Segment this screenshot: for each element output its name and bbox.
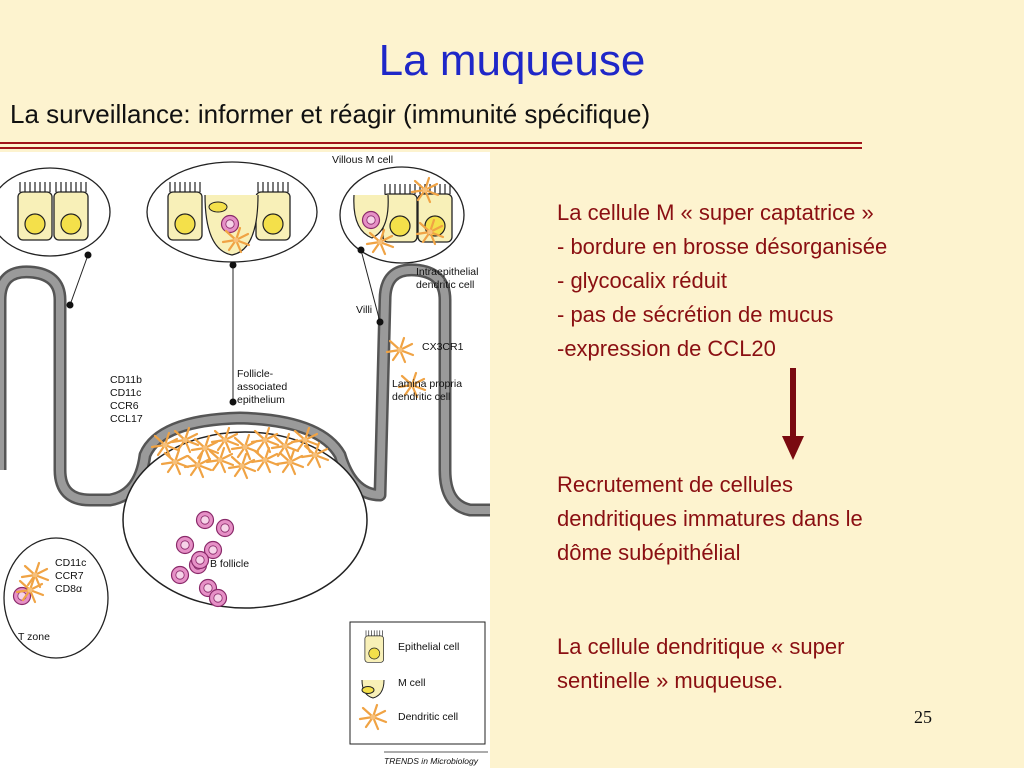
- slide-subtitle: La surveillance: informer et réagir (imm…: [10, 99, 651, 129]
- title-rule-bottom: [0, 147, 862, 149]
- label-fae-1: Follicle-: [237, 368, 274, 380]
- label-fae-2: associated: [237, 381, 287, 393]
- label-t-zone: T zone: [18, 631, 50, 643]
- m-cell-line-5: -expression de CCL20: [557, 336, 776, 361]
- b-follicle: [122, 431, 368, 609]
- label-cd11c-tzone: CD11c: [55, 557, 86, 569]
- title-rule-top: [0, 142, 862, 144]
- label-ccl17: CCL17: [110, 413, 143, 425]
- down-arrow-icon: [782, 368, 804, 460]
- legend-epithelial-label: Epithelial cell: [398, 641, 459, 653]
- sentinel-line-1: La cellule dendritique « super: [557, 634, 845, 659]
- recruit-line-3: dôme subépithélial: [557, 540, 741, 565]
- label-cd8a: CD8α: [55, 583, 82, 595]
- legend-dendritic-label: Dendritic cell: [398, 711, 458, 723]
- m-cell-line-3: - glycocalix réduit: [557, 268, 727, 293]
- m-cell-line-2: - bordure en brosse désorganisée: [557, 234, 888, 259]
- page-number: 25: [914, 707, 932, 727]
- recruit-line-2: dendritiques immatures dans le: [557, 506, 863, 531]
- m-cell-line-1: La cellule M « super captatrice »: [557, 200, 874, 225]
- label-cd11b: CD11b: [110, 374, 142, 386]
- label-intraepithelial-1: Intraepithelial: [416, 266, 478, 278]
- label-villous-m-cell: Villous M cell: [332, 154, 393, 166]
- label-cx3cr1: CX3CR1: [422, 341, 464, 353]
- sentinel-line-2: sentinelle » muqueuse.: [557, 668, 784, 693]
- figure-credit: TRENDS in Microbiology: [384, 756, 479, 766]
- mucosa-diagram: Villous M cell Intraepithelial dendritic…: [0, 152, 490, 768]
- label-intraepithelial-2: dendritic cell: [416, 279, 474, 291]
- label-ccr7: CCR7: [55, 570, 84, 582]
- label-b-follicle: B follicle: [210, 558, 249, 570]
- recruit-panel: Recrutement de cellules dendritiques imm…: [557, 468, 863, 570]
- recruit-line-1: Recrutement de cellules: [557, 472, 794, 497]
- legend-m-cell-icon: [361, 679, 385, 699]
- label-ccr6: CCR6: [110, 400, 139, 412]
- label-villi: Villi: [356, 304, 372, 316]
- sentinel-panel: La cellule dendritique « super sentinell…: [557, 630, 844, 698]
- label-fae-3: epithelium: [237, 394, 285, 406]
- label-lamina-propria-1: Lamina propria: [392, 378, 462, 390]
- m-cell-panel: La cellule M « super captatrice » - bord…: [557, 196, 887, 366]
- m-cell-line-4: - pas de sécrétion de mucus: [557, 302, 834, 327]
- label-lamina-propria-2: dendritic cell: [392, 391, 450, 403]
- slide-title: La muqueuse: [378, 36, 646, 85]
- t-zone: [3, 537, 109, 659]
- label-cd11c-dome: CD11c: [110, 387, 141, 399]
- legend-m-cell-label: M cell: [398, 677, 425, 689]
